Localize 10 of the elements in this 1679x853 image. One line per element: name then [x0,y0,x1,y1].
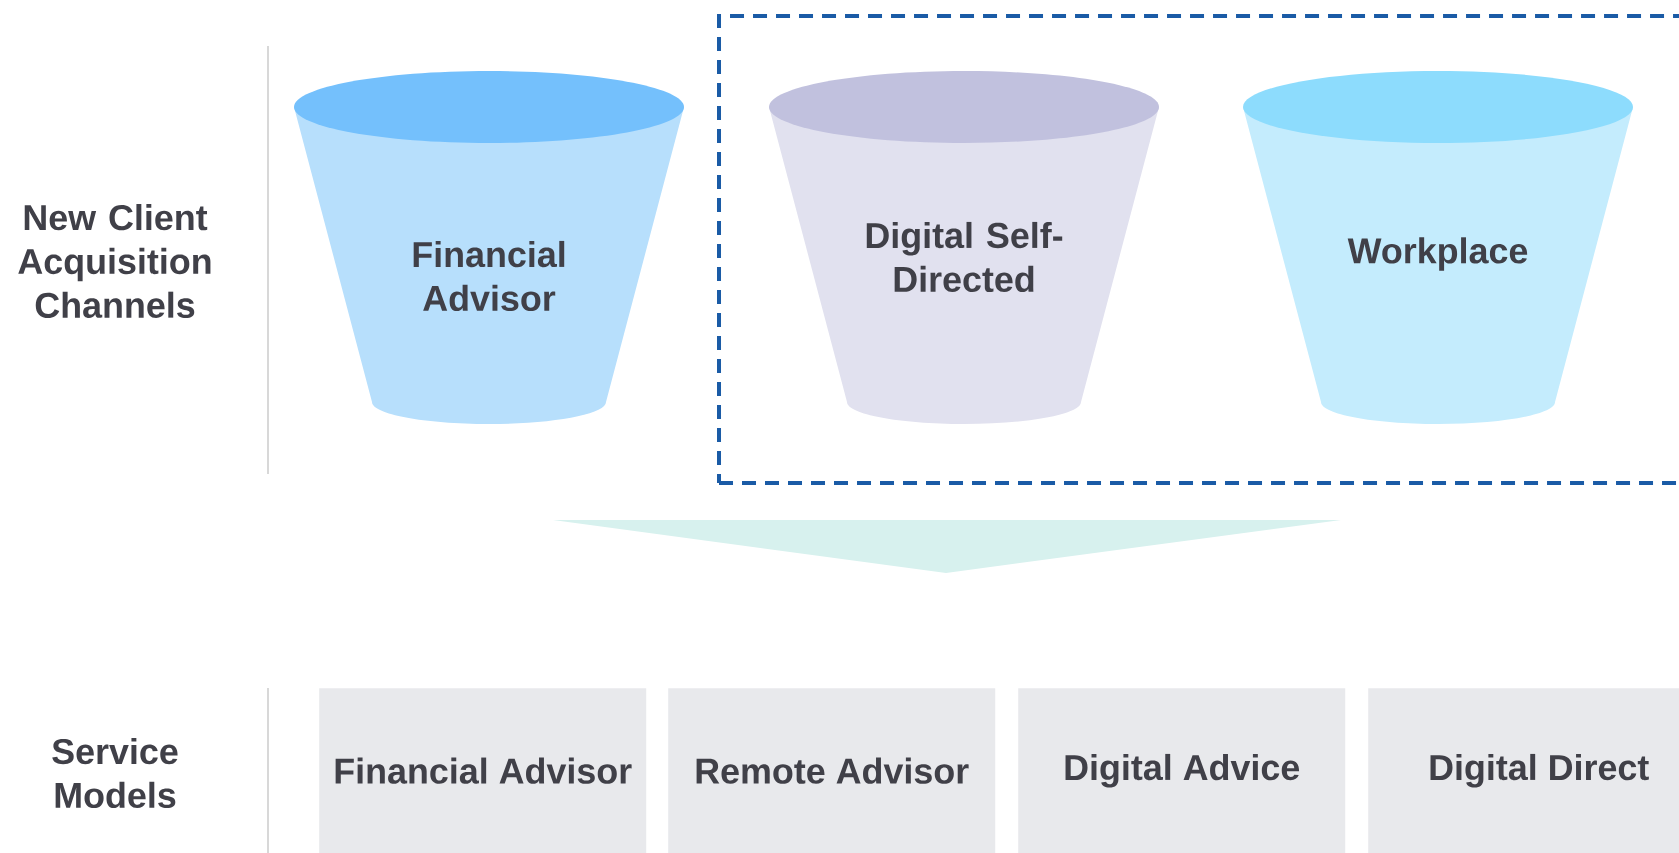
row-label: New Client Acquisition Channels [18,204,211,318]
service-box: Financial Advisor [319,688,647,853]
bucket: Digital Self-Directed [769,71,1159,424]
service-box: Digital Direct [1368,688,1679,853]
row-label: Service Models [52,737,178,809]
bucket: Financial Advisor [294,71,684,424]
dashed-frame [717,14,1679,485]
service-box: Remote Advisor [668,688,996,853]
service-box: Digital Advice [1018,688,1346,853]
bucket: Workplace [1243,71,1633,424]
